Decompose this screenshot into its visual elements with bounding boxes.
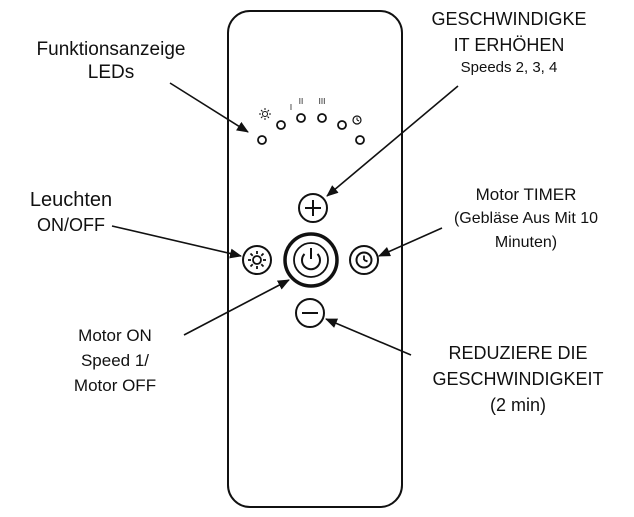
- arrow-speed-up: [326, 85, 459, 197]
- speed-down-label: REDUZIERE DIE GESCHWINDIGKEIT (2 min): [408, 340, 628, 418]
- speed-up-button[interactable]: [298, 193, 328, 223]
- light-button[interactable]: [242, 245, 272, 275]
- led-light: [257, 135, 267, 145]
- sun-small-icon: [259, 108, 271, 120]
- speed-up-line-1: GESCHWINDIGKE: [431, 9, 587, 29]
- clock-small-icon: [352, 115, 362, 125]
- power-button[interactable]: [283, 232, 339, 288]
- led-timer: [355, 135, 365, 145]
- arrow-speed-down: [325, 318, 412, 356]
- led-speed-4: [337, 120, 347, 130]
- power-icon: [301, 248, 321, 271]
- arrow-light: [111, 225, 242, 259]
- timer-line-2: (Gebläse Aus Mit 10: [453, 210, 599, 227]
- speed-down-button[interactable]: [295, 298, 325, 328]
- led-indicator-label: Funktionsanzeige LEDs: [6, 38, 216, 84]
- plus-icon: [305, 200, 321, 216]
- speed-down-line-2: GESCHWINDIGKEIT: [432, 369, 604, 389]
- speed-down-line-3: (2 min): [489, 395, 546, 415]
- arrow-led: [169, 82, 249, 133]
- motor-line-2: Speed 1/: [80, 351, 150, 370]
- speed-up-line-3: Speeds 2, 3, 4: [460, 59, 558, 76]
- led-indicator-line-2: LEDs: [87, 62, 135, 83]
- speed-up-label: GESCHWINDIGKE IT ERHÖHEN Speeds 2, 3, 4: [406, 6, 612, 78]
- timer-line-1: Motor TIMER: [475, 185, 577, 204]
- motor-line-3: Motor OFF: [73, 376, 157, 395]
- led-mark-speed-2: II: [299, 97, 303, 106]
- led-mark-speed-1: I: [290, 103, 292, 112]
- motor-line-1: Motor ON: [78, 326, 152, 345]
- sun-icon: [248, 251, 266, 269]
- light-line-2: ON/OFF: [37, 215, 105, 235]
- light-line-1: Leuchten: [29, 189, 113, 211]
- speed-up-line-2: IT ERHÖHEN: [453, 35, 565, 55]
- clock-icon: [355, 251, 373, 269]
- led-indicator-panel: I II III: [257, 97, 365, 145]
- timer-button[interactable]: [349, 245, 379, 275]
- led-speed-2: [296, 113, 306, 123]
- timer-label: Motor TIMER (Gebläse Aus Mit 10 Minuten): [426, 183, 626, 255]
- arrow-timer: [378, 227, 443, 257]
- led-speed-1: [276, 120, 286, 130]
- arrow-motor: [183, 279, 290, 336]
- timer-line-3: Minuten): [494, 234, 558, 251]
- led-indicator-line-1: Funktionsanzeige: [36, 39, 186, 60]
- callout-arrows: [111, 82, 459, 356]
- led-speed-3: [317, 113, 327, 123]
- light-label: Leuchten ON/OFF: [6, 188, 136, 238]
- speed-down-line-1: REDUZIERE DIE: [448, 343, 588, 363]
- motor-label: Motor ON Speed 1/ Motor OFF: [50, 323, 180, 398]
- led-mark-speed-3: III: [319, 97, 326, 106]
